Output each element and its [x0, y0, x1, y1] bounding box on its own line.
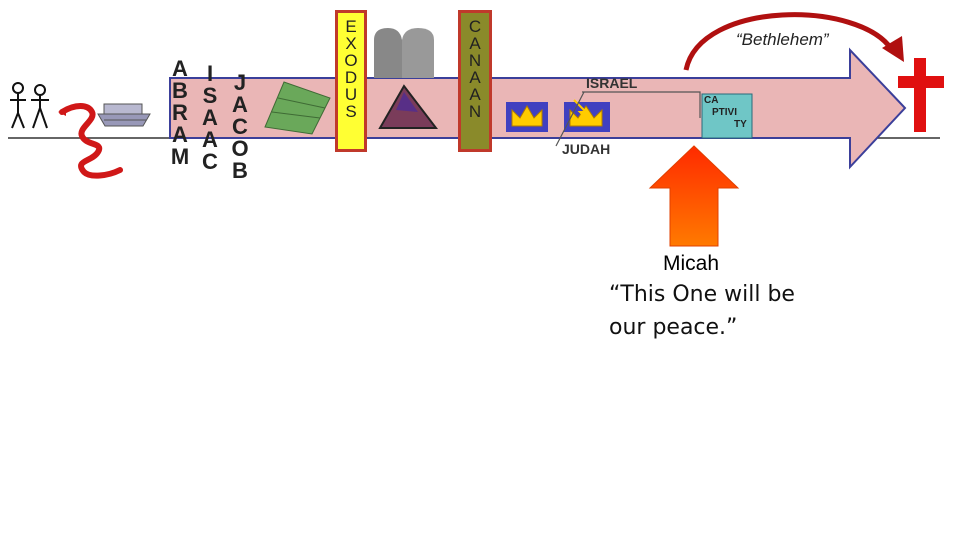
curved-arrow-icon: [683, 12, 895, 71]
bethlehem-label: “Bethlehem”: [736, 30, 829, 49]
micah-pointer-arrow: [648, 145, 740, 247]
ark-icon: [97, 103, 151, 127]
prophet-name: Micah: [663, 252, 720, 275]
canaan-letters: C A N A A N: [468, 17, 482, 121]
cross-icon: [898, 58, 944, 132]
serpent-icon: [59, 103, 123, 179]
israel-line: [582, 91, 701, 118]
judah-line: [555, 91, 585, 147]
israel-label: ISRAEL: [586, 75, 638, 91]
abram-letters: A B R A M: [170, 56, 190, 169]
crown-icon-1: [506, 102, 548, 132]
isaac-letters: I S A A C: [202, 61, 218, 174]
captivity-box: [701, 93, 753, 139]
tablets-icon: [374, 28, 434, 78]
captivity-text: CA PTIVI TY: [704, 95, 747, 130]
exodus-box: [335, 10, 367, 152]
judah-label: JUDAH: [562, 141, 611, 157]
prophet-quote: “This One will be our peace.”: [609, 282, 795, 340]
jacob-letters: J A C O B: [231, 70, 249, 183]
pyramid-icon: [264, 81, 331, 135]
canaan-box: [458, 10, 492, 152]
exodus-letters: E X O D U S: [344, 17, 358, 121]
mountain-icon: [378, 84, 439, 129]
stick-figures-icon: [10, 82, 49, 129]
